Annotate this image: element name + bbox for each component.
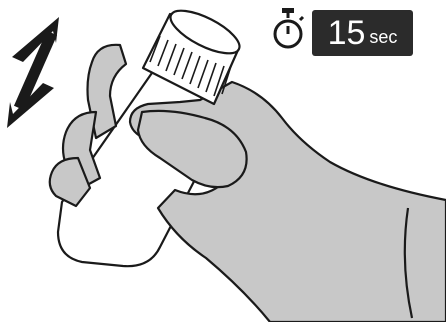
stopwatch-icon: [275, 8, 303, 47]
timer-value: 15: [328, 16, 366, 50]
timer-badge: 15 sec: [312, 10, 413, 56]
shake-arrow-icon: [7, 17, 59, 128]
timer-unit: sec: [369, 20, 397, 46]
